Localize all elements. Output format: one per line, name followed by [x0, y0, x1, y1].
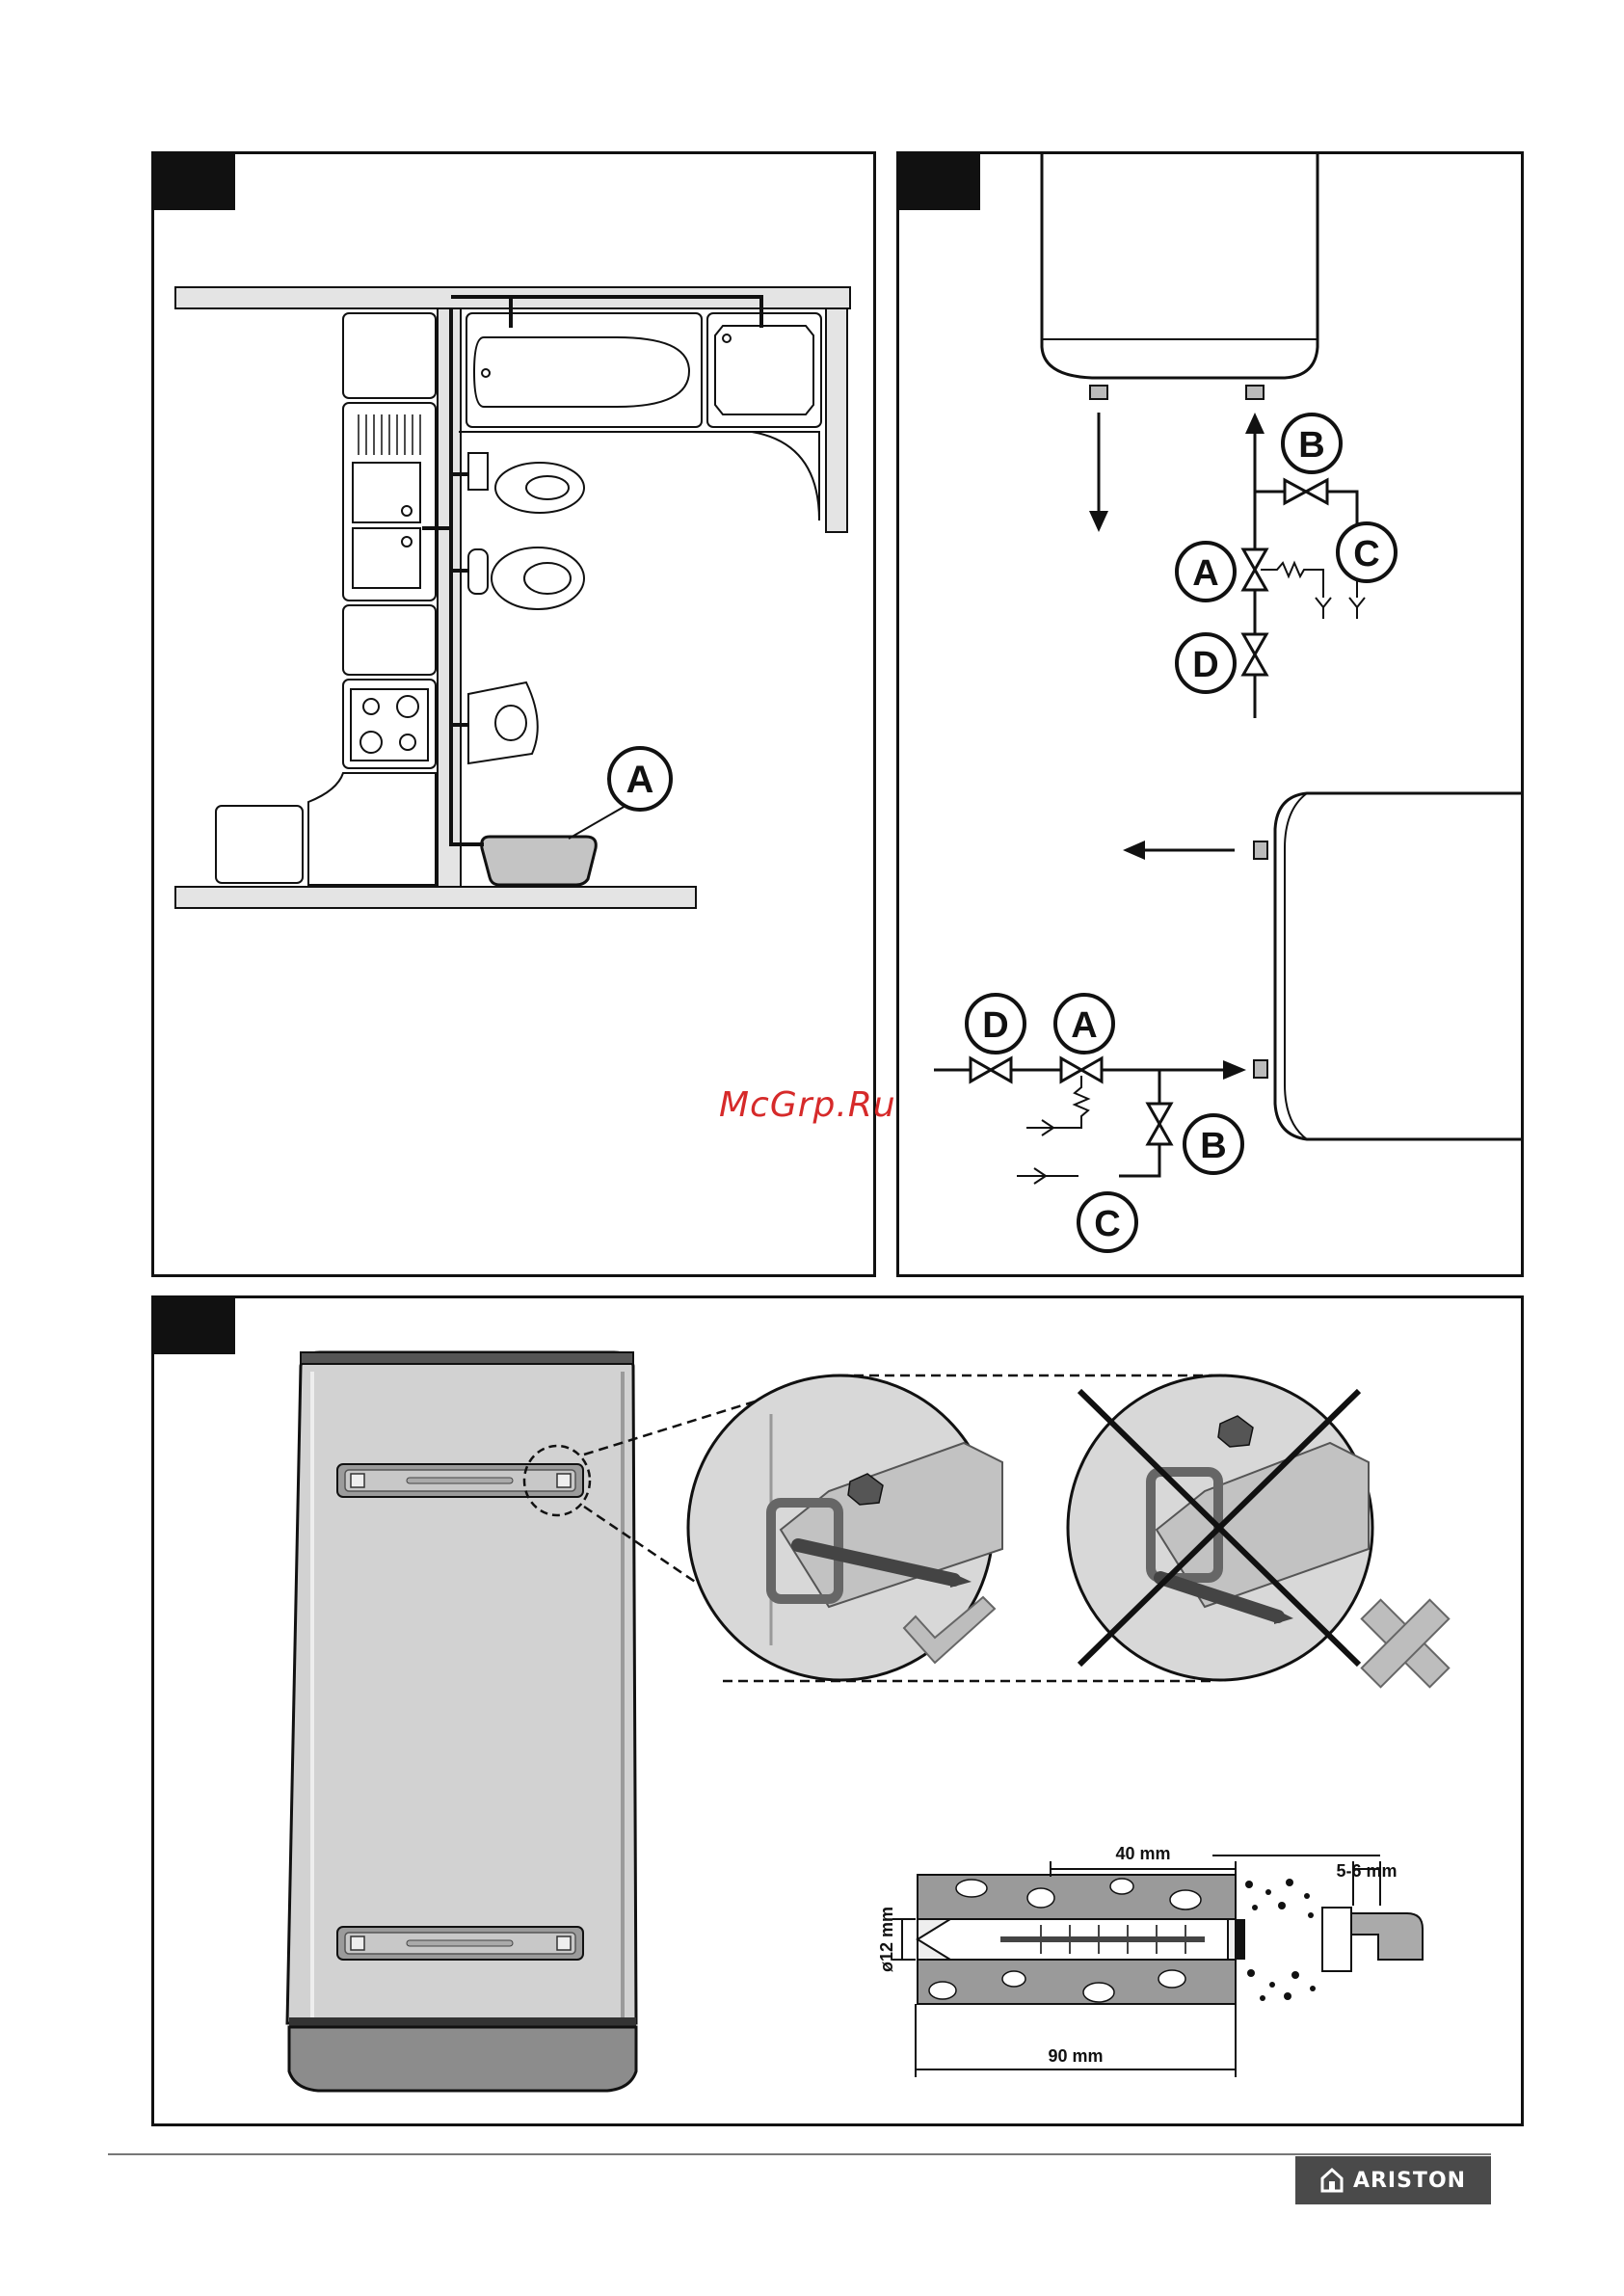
top-callout-b: B — [1298, 425, 1324, 466]
house-logo-icon — [1320, 2168, 1344, 2193]
callout-a: A — [626, 759, 654, 801]
incorrect-mounting-detail — [1068, 1375, 1474, 1712]
brand-logo: ARISTON — [1295, 2156, 1491, 2204]
dimension-depth: 40 mm — [1115, 1844, 1170, 1863]
top-callout-a: A — [1192, 553, 1218, 594]
watermark: McGrp.Ru — [719, 1085, 896, 1125]
water-heater-front — [287, 1352, 636, 2091]
dimension-gap: 5-6 mm — [1336, 1861, 1397, 1881]
side-callout-c: C — [1094, 1204, 1120, 1244]
top-callout-d: D — [1192, 645, 1218, 685]
mounting-diagram: 40 mm 5-6 mm 90 mm ø12 mm — [154, 1298, 1524, 2126]
side-callout-a: A — [1071, 1005, 1097, 1046]
top-callout-c: C — [1353, 534, 1379, 574]
plumbing-diagram: B A C D D A B C — [899, 154, 1524, 1277]
correct-mounting-detail — [688, 1375, 1002, 1680]
anchor-cross-section: 40 mm 5-6 mm 90 mm ø12 mm — [877, 1844, 1423, 2077]
side-callout-b: B — [1200, 1126, 1226, 1166]
brand-name: ARISTON — [1353, 2169, 1466, 2193]
panel-plumbing: B A C D D A B C — [896, 151, 1524, 1277]
side-callout-d: D — [982, 1005, 1008, 1046]
dimension-diameter: ø12 mm — [877, 1907, 896, 1972]
dimension-length: 90 mm — [1048, 2046, 1103, 2066]
footer-rule — [108, 2153, 1491, 2155]
panel-mounting: 40 mm 5-6 mm 90 mm ø12 mm — [151, 1295, 1524, 2126]
